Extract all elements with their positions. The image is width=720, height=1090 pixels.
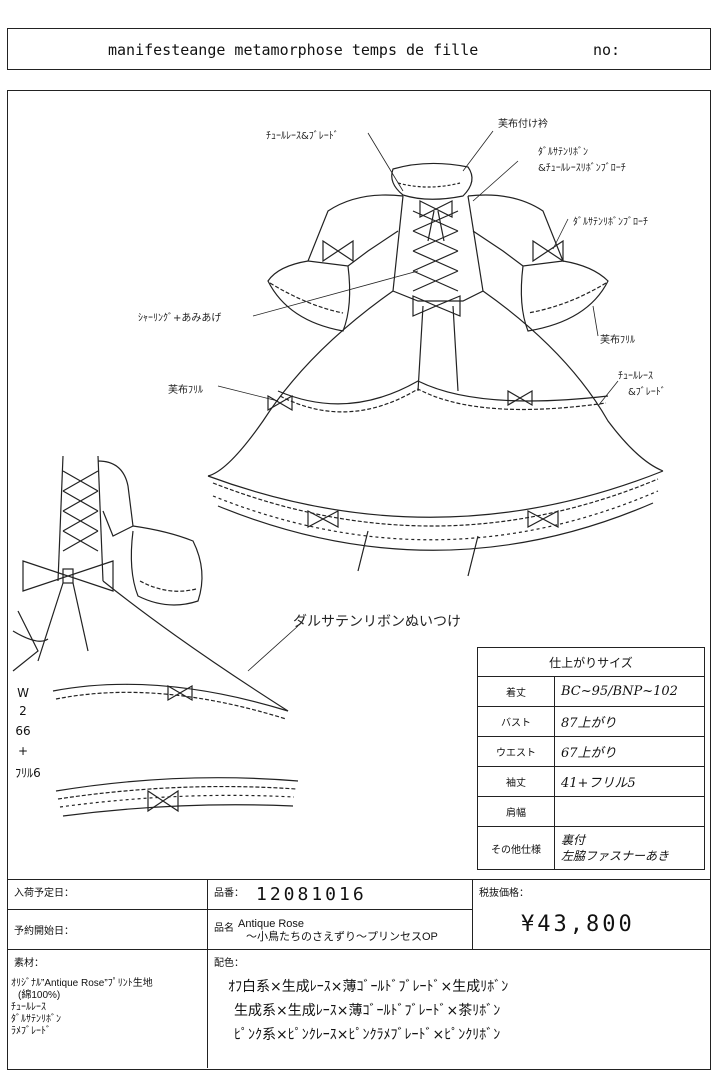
width-note-plus: + xyxy=(17,744,29,758)
note-satin-ribbon-1: ﾀﾞﾙｻﾃﾝﾘﾎﾞﾝ xyxy=(538,147,588,158)
note-cotton-frill-right: 芙布ﾌﾘﾙ xyxy=(600,335,635,346)
table-row: バスト 87上がり xyxy=(477,706,705,737)
width-note-frill: ﾌﾘﾙ6 xyxy=(15,766,41,780)
product-no-cell: 品番： 12081016 xyxy=(208,880,473,910)
row-label: 着丈 xyxy=(477,676,555,707)
product-info-grid: 入荷予定日： 品番： 12081016 税抜価格： ¥43,800 予約開始日：… xyxy=(7,880,711,1070)
price: ¥43,800 xyxy=(521,912,635,937)
material-1: ｵﾘｼﾞﾅﾙ”Antique Rose”ﾌﾟﾘﾝﾄ生地 xyxy=(11,978,153,989)
material-label: 素材： xyxy=(14,958,44,969)
row-label: その他仕様 xyxy=(477,826,555,870)
front-dress xyxy=(207,162,664,577)
color-line-1: ｵﾌ白系×生成ﾚｰｽ×薄ｺﾞｰﾙﾄﾞﾌﾞﾚｰﾄﾞ×生成ﾘﾎﾞﾝ xyxy=(228,979,509,995)
material-5: ﾗﾒﾌﾞﾚｰﾄﾞ xyxy=(11,1026,51,1037)
leader-lines xyxy=(217,130,619,672)
table-row: 袖丈 41+フリル5 xyxy=(477,766,705,797)
size-table-title: 仕上がりサイズ xyxy=(477,647,705,677)
price-label: 税抜価格： xyxy=(479,888,529,899)
product-name-cell: 品名 Antique Rose 〜小鳥たちのさえずり〜プリンセスOP xyxy=(208,910,473,950)
row-value: 87上がり xyxy=(554,706,705,737)
color-line-3: ﾋﾟﾝｸ系×ﾋﾟﾝｸﾚｰｽ×ﾋﾟﾝｸﾗﾒﾌﾞﾚｰﾄﾞ×ﾋﾟﾝｸﾘﾎﾞﾝ xyxy=(234,1027,501,1043)
row-value-line2: 左脇ファスナーあき xyxy=(561,849,670,863)
back-dress xyxy=(12,455,299,817)
table-row: 着丈 BC~95/BNP~102 xyxy=(477,676,705,707)
color-line-2: 生成系×生成ﾚｰｽ×薄ｺﾞｰﾙﾄﾞﾌﾞﾚｰﾄﾞ×茶ﾘﾎﾞﾝ xyxy=(234,1003,501,1019)
row-value: 41+フリル5 xyxy=(554,766,705,797)
table-row: その他仕様 裏付 左脇ファスナーあき xyxy=(477,826,705,870)
product-no: 12081016 xyxy=(256,884,367,905)
reservation-cell: 予約開始日： xyxy=(8,910,208,950)
material-3: ﾁｭｰﾙﾚｰｽ xyxy=(11,1002,46,1013)
note-cotton-collar: 芙布付け衿 xyxy=(498,119,548,130)
row-label: 袖丈 xyxy=(477,766,555,797)
note-tulle-braid-right-2: &ﾌﾞﾚｰﾄﾞ xyxy=(628,387,666,398)
row-value-line1: 裏付 xyxy=(561,833,586,847)
color-cell: 配色： ｵﾌ白系×生成ﾚｰｽ×薄ｺﾞｰﾙﾄﾞﾌﾞﾚｰﾄﾞ×生成ﾘﾎﾞﾝ 生成系×… xyxy=(208,950,710,1068)
note-satin-ribbon-sewn: ダルサテンリボンぬいつけ xyxy=(293,614,461,630)
note-sleeve-brooch: ﾀﾞﾙｻﾃﾝﾘﾎﾞﾝﾌﾞﾛｰﾁ xyxy=(573,217,648,228)
note-cotton-frill-left: 芙布ﾌﾘﾙ xyxy=(168,385,203,396)
material-4: ﾀﾞﾙｻﾃﾝﾘﾎﾞﾝ xyxy=(11,1014,61,1025)
row-label: 肩幅 xyxy=(477,796,555,827)
product-no-label: 品番： xyxy=(214,888,244,899)
number-label: no: xyxy=(593,41,621,59)
header-bar: manifesteange metamorphose temps de fill… xyxy=(7,28,711,70)
row-label: バスト xyxy=(477,706,555,737)
row-value: BC~95/BNP~102 xyxy=(554,676,705,707)
row-value: 67上がり xyxy=(554,736,705,767)
collection-title: manifesteange metamorphose temps de fill… xyxy=(108,41,479,59)
note-tulle-braid-top: ﾁｭｰﾙﾚｰｽ&ﾌﾞﾚｰﾄﾞ xyxy=(266,131,339,142)
price-cell: 税抜価格： ¥43,800 xyxy=(473,880,710,950)
material-cell: 素材： ｵﾘｼﾞﾅﾙ”Antique Rose”ﾌﾟﾘﾝﾄ生地 (綿100%) … xyxy=(8,950,208,1068)
arrival-label: 入荷予定日： xyxy=(14,888,74,899)
material-2: (綿100%) xyxy=(18,990,61,1001)
row-value xyxy=(554,796,705,827)
color-label: 配色： xyxy=(214,958,244,969)
dress-sketch xyxy=(12,130,664,817)
arrival-cell: 入荷予定日： xyxy=(8,880,208,910)
width-note-w: W xyxy=(17,686,29,700)
reservation-label: 予約開始日： xyxy=(14,926,74,937)
table-row: 肩幅 xyxy=(477,796,705,827)
note-tulle-braid-right-1: ﾁｭｰﾙﾚｰｽ xyxy=(618,371,653,382)
size-table: 仕上がりサイズ 着丈 BC~95/BNP~102 バスト 87上がり ウエスト … xyxy=(477,647,705,870)
table-row: ウエスト 67上がり xyxy=(477,736,705,767)
note-shirring: ｼｬｰﾘﾝｸﾞ+あみあげ xyxy=(138,313,222,324)
product-name-2: 〜小鳥たちのさえずり〜プリンセスOP xyxy=(246,931,438,943)
row-value: 裏付 左脇ファスナーあき xyxy=(554,826,705,870)
product-name-label: 品名 xyxy=(214,923,234,934)
note-satin-ribbon-2: &ﾁｭｰﾙﾚｰｽﾘﾎﾞﾝﾌﾞﾛｰﾁ xyxy=(538,163,626,174)
product-name-1: Antique Rose xyxy=(238,918,305,930)
width-note-2: 2 xyxy=(19,704,27,718)
width-note-66: 66 xyxy=(15,724,31,738)
row-label: ウエスト xyxy=(477,736,555,767)
